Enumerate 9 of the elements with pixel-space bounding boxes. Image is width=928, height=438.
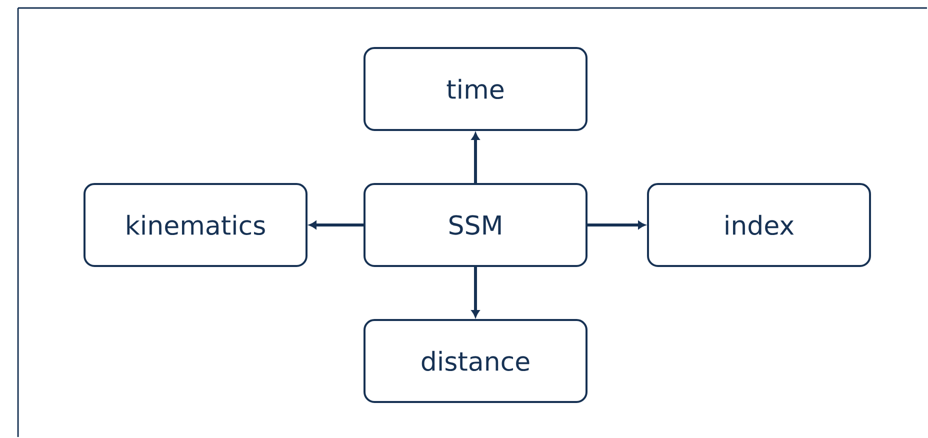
process-box: SSM [364,183,588,267]
arrow [472,267,480,318]
arrow [472,132,480,183]
process-box: distance [364,319,588,403]
process-box: time [364,47,588,131]
arrow [309,221,364,229]
arrow [588,221,646,229]
process-box: kinematics [84,183,308,267]
process-box: index [647,183,871,267]
